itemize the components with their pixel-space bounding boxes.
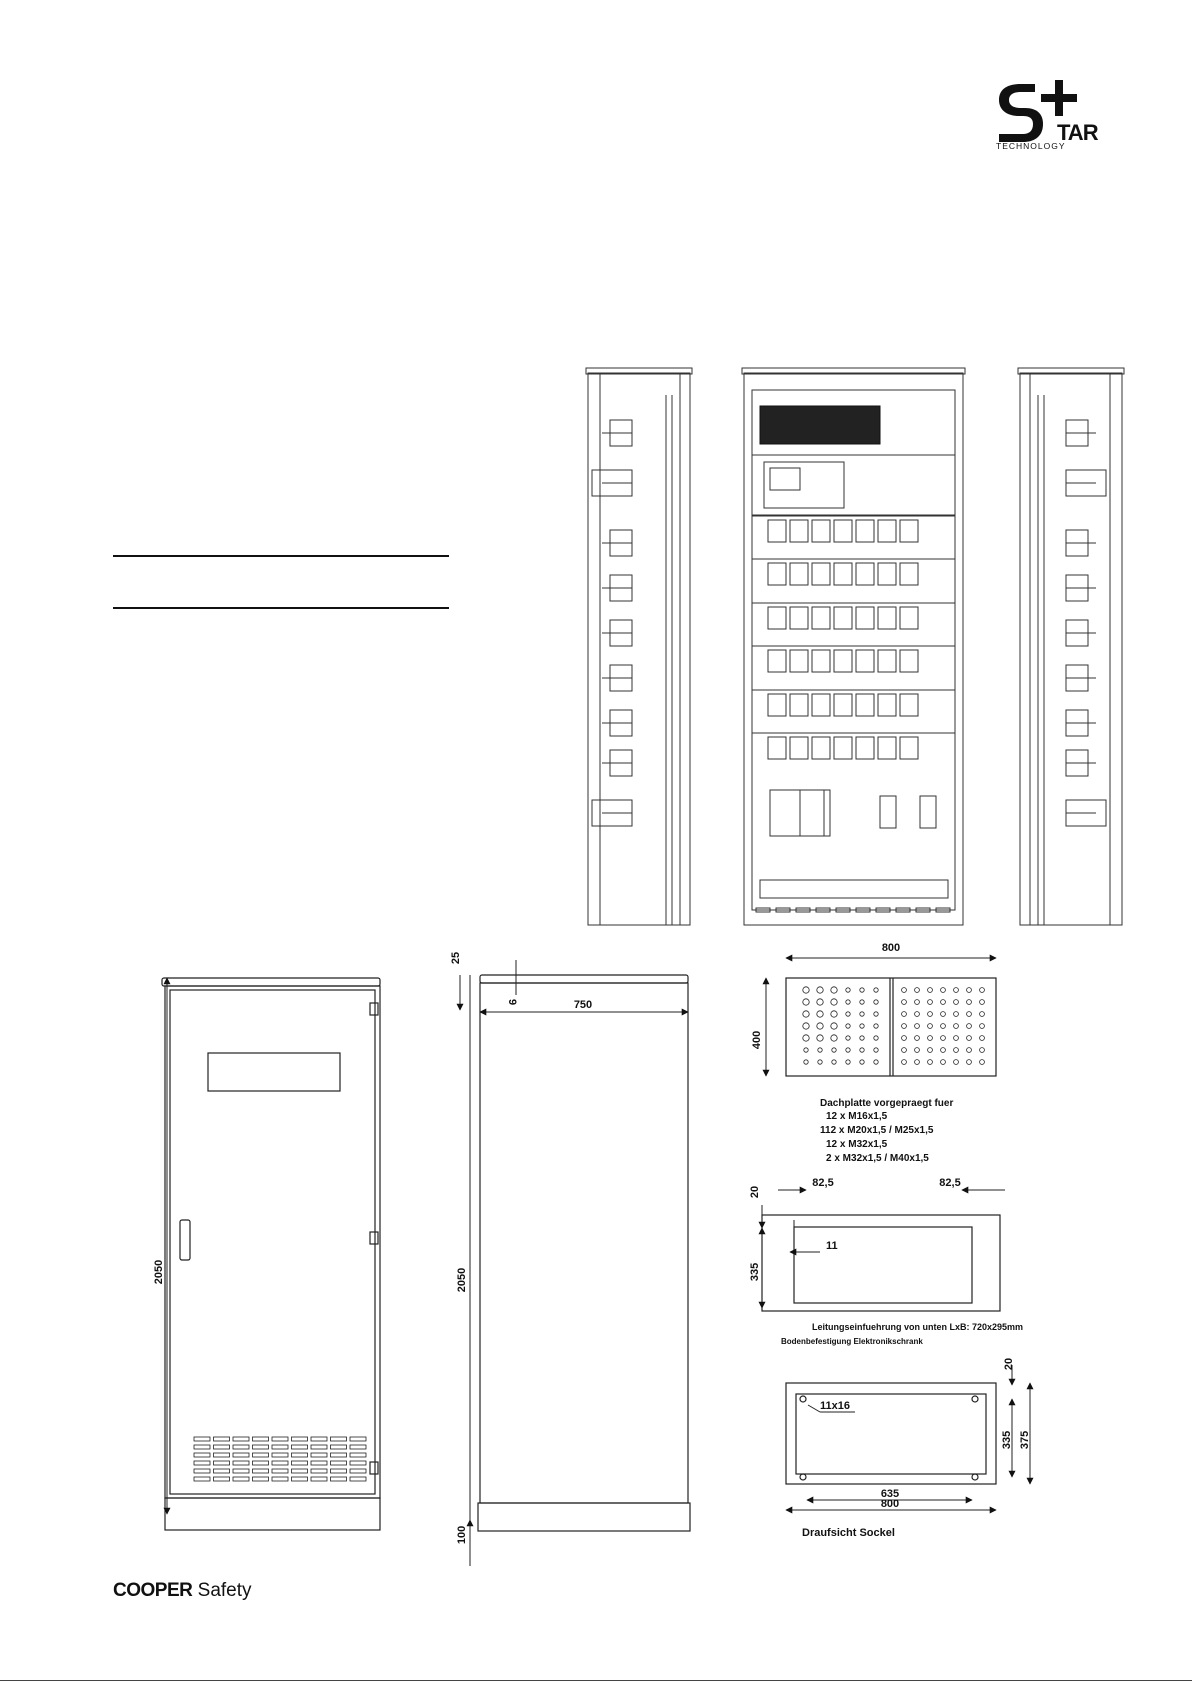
roof-note-line-4: 2 x M32x1,5 / M40x1,5 <box>826 1153 929 1164</box>
roof-note-line-3: 12 x M32x1,5 <box>826 1139 888 1150</box>
footer-line <box>0 1680 1192 1681</box>
entry-caption: Leitungseinfuehrung von unten LxB: 720x2… <box>812 1322 1023 1332</box>
roof-plate-view <box>762 954 997 1077</box>
side-depth-label: 750 <box>574 999 592 1011</box>
divider-bottom <box>113 607 449 609</box>
roof-note-line-2: 112 x M20x1,5 / M25x1,5 <box>820 1125 934 1136</box>
brand-name: COOPER <box>113 1580 193 1601</box>
brand-suffix: Safety <box>197 1580 252 1601</box>
front-height-label: 2050 <box>153 1260 165 1284</box>
interior-front-view <box>741 367 966 926</box>
logo-tar: TAR <box>1057 120 1099 145</box>
entry-sub-caption: Bodenbefestigung Elektronikschrank <box>781 1337 923 1346</box>
entry-right-offset-label: 82,5 <box>939 1177 960 1189</box>
roof-note-line-1: 12 x M16x1,5 <box>826 1111 888 1122</box>
entry-depth-label: 335 <box>749 1263 761 1281</box>
cooper-safety-logo: COOPER Safety <box>113 1580 252 1602</box>
side-small-offset-label: 9 <box>506 999 518 1005</box>
side-top-offset-label: 25 <box>450 952 462 964</box>
plinth-outer-width-label: 800 <box>881 1498 899 1510</box>
plinth-top-label: 20 <box>1003 1358 1015 1370</box>
plinth-top-view <box>785 1365 1034 1514</box>
side-plinth-label: 100 <box>456 1526 468 1544</box>
interior-side-view-left <box>585 367 693 926</box>
plinth-inner-width-label: 635 <box>881 1488 899 1500</box>
side-height-label: 2050 <box>456 1268 468 1292</box>
roof-depth-label: 400 <box>751 1031 763 1049</box>
entry-hole-label: 11 <box>826 1240 838 1252</box>
plinth-outer-depth-label: 375 <box>1019 1431 1031 1449</box>
roof-width-label: 800 <box>882 942 900 954</box>
divider-top <box>113 555 449 557</box>
side-exterior-view <box>456 960 691 1566</box>
interior-side-view-right <box>1017 367 1125 926</box>
roof-note-title: Dachplatte vorgepraegt fuer <box>820 1098 953 1109</box>
entry-left-offset-label: 82,5 <box>812 1177 833 1189</box>
logo-subtitle: TECHNOLOGY <box>996 141 1066 151</box>
plinth-hole-label: 11x16 <box>820 1400 850 1412</box>
entry-top-label: 20 <box>749 1186 761 1198</box>
star-technology-logo <box>999 80 1077 142</box>
plinth-inner-depth-label: 335 <box>1001 1431 1013 1449</box>
cable-entry-view <box>758 1186 1005 1312</box>
plinth-caption: Draufsicht Sockel <box>802 1527 895 1539</box>
front-exterior-view <box>161 977 381 1531</box>
